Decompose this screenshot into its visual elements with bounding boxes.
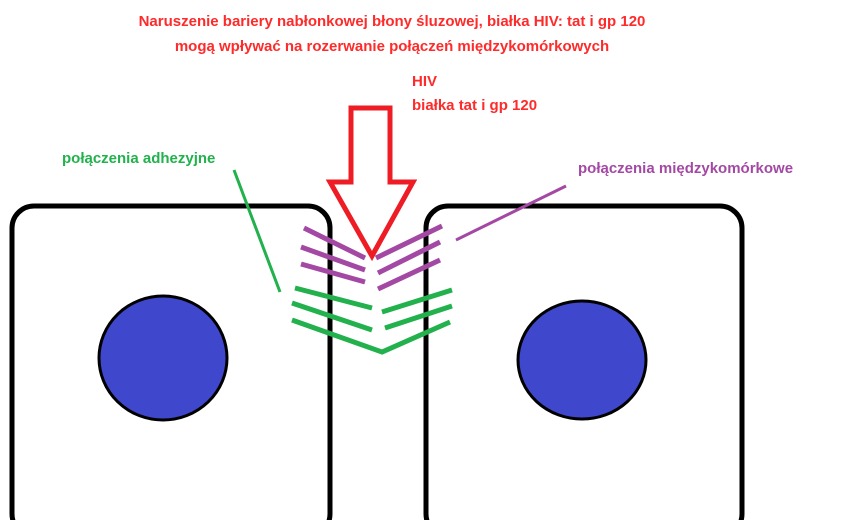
arrow-label-line-2: białka tat i gp 120 [412, 97, 537, 114]
intercellular-junctions-label: połączenia międzykomórkowe [578, 160, 793, 177]
left-cell-nucleus [99, 296, 227, 420]
adherens-junctions-label: połączenia adhezyjne [62, 150, 215, 167]
hiv-arrow [330, 108, 413, 256]
left-cell [12, 206, 330, 520]
right-cell [426, 206, 742, 520]
title-line-1: Naruszenie bariery nabłonkowej błony ślu… [139, 13, 646, 30]
right-cell-nucleus [518, 301, 646, 419]
arrow-label-line-1: HIV [412, 73, 437, 90]
title-line-2: mogą wpływać na rozerwanie połączeń międ… [175, 38, 609, 55]
